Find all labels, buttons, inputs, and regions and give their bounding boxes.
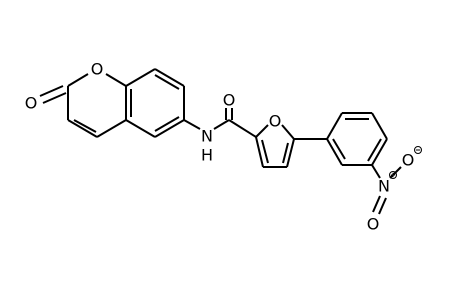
bond-c3-c4	[67, 119, 98, 138]
bond-ph4-ph5-inner	[367, 138, 382, 162]
bond-c6-c5	[154, 119, 185, 138]
nitrophenyl-fragment	[294, 112, 402, 215]
bond-c8-c7-inner	[154, 74, 180, 90]
atom-o-amide: O	[223, 91, 236, 110]
atom-o-coumarin-carbonyl: O	[25, 94, 38, 113]
furan-fragment	[255, 124, 295, 168]
charge-minus-icon	[414, 146, 422, 154]
bond-fc4-fc5	[286, 138, 295, 168]
atom-n-amide: N	[201, 127, 213, 146]
charge-plus-icon	[389, 171, 397, 179]
bond-n-o-double-b	[378, 197, 387, 215]
bond-ph1-ph2	[326, 112, 343, 140]
bond-carbonyl-double-a	[39, 85, 64, 97]
atom-o-coumarin-ring: O	[91, 60, 104, 79]
bond-o-fc5	[281, 124, 295, 140]
atom-o-nitro-double: O	[367, 215, 380, 234]
bond-ph6-ph1-inner	[332, 138, 346, 160]
bond-ph6-ph1	[326, 138, 343, 166]
atom-n-nitro: N	[378, 177, 390, 196]
bond-c2-o1	[67, 73, 89, 87]
bond-fc4-fc5-inner	[282, 142, 289, 164]
bond-c3-c4-inner	[73, 119, 97, 133]
bond-ph5-n-nitro	[371, 164, 381, 179]
bond-ph4-ph5	[371, 138, 388, 166]
bond-amide-c-furan	[228, 119, 257, 138]
atom-h-amide: H	[201, 146, 213, 165]
bond-c6-n	[183, 119, 201, 130]
bond-ph3-ph4	[371, 112, 388, 140]
bond-n-carbonyl-c	[213, 119, 230, 130]
bond-c6-c5-inner	[154, 116, 180, 132]
atom-o-furan: O	[269, 112, 282, 131]
bond-c8-c7	[154, 68, 185, 87]
bond-c4-c4a	[96, 119, 127, 138]
bond-c5-c4a	[125, 119, 156, 138]
bond-c8a-c8	[125, 68, 156, 87]
bond-carbonyl-double-b	[42, 92, 67, 104]
atom-o-nitro-minus: O	[402, 151, 415, 170]
bond-fc2-fc3-inner	[261, 139, 269, 164]
bond-fc2-o	[255, 124, 269, 138]
coumarin-fragment	[39, 68, 185, 138]
bond-n-o-double-a	[372, 195, 381, 213]
bond-fc2-fc3	[255, 136, 264, 168]
bond-o1-c8a	[105, 73, 127, 87]
amide-linker	[183, 108, 257, 138]
